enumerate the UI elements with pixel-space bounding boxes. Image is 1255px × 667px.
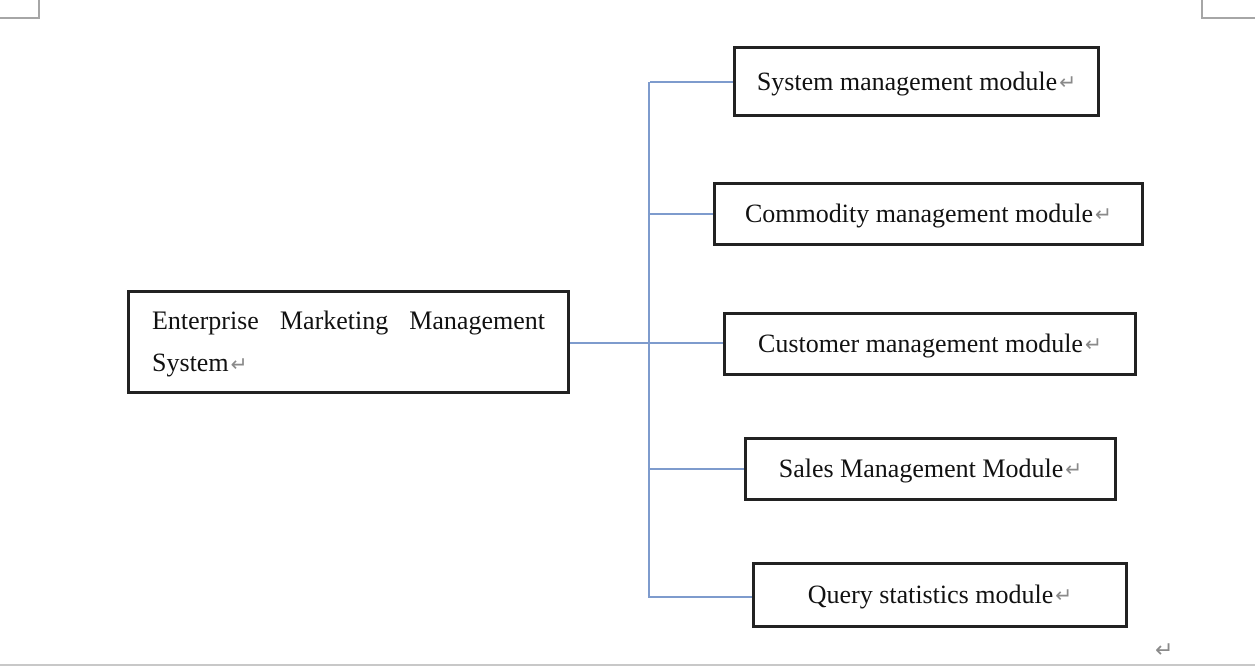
paragraph-return-mark-icon: ↵ <box>1055 583 1073 607</box>
paragraph-return-mark-icon: ↵ <box>1059 69 1077 94</box>
node-label-text: Sales Management Module <box>778 454 1064 483</box>
node-system-management-module[interactable]: System management module↵ <box>733 46 1100 117</box>
paragraph-return-mark-icon: ↵ <box>1084 332 1102 356</box>
paragraph-return-mark-icon: ↵ <box>1065 457 1083 481</box>
node-query-statistics-module[interactable]: Query statistics module↵ <box>752 562 1128 628</box>
node-label-text: Commodity management module <box>744 199 1094 228</box>
page-corner-mark-top-right-horizontal <box>1201 17 1255 19</box>
node-sales-management-module[interactable]: Sales Management Module↵ <box>744 437 1117 501</box>
node-enterprise-marketing-management-system[interactable]: Enterprise Marketing Management System↵ <box>127 290 570 394</box>
connector-branch-query-statistics <box>650 596 752 598</box>
page-corner-mark-top-right-vertical <box>1201 0 1203 19</box>
page-bottom-edge-line <box>0 664 1255 666</box>
connector-root-to-trunk <box>570 342 723 344</box>
page-corner-mark-top-left-horizontal <box>0 17 40 19</box>
node-label-text: Customer management module <box>758 329 1083 358</box>
node-customer-management-module[interactable]: Customer management module↵ <box>723 312 1137 376</box>
node-label: Enterprise Marketing Management System↵ <box>152 300 545 385</box>
node-label-text: Enterprise Marketing Management System <box>152 306 545 377</box>
paragraph-return-mark-icon: ↵ <box>230 352 248 376</box>
node-commodity-management-module[interactable]: Commodity management module↵ <box>713 182 1144 246</box>
connector-branch-commodity-management <box>650 213 713 215</box>
connector-vertical-trunk <box>648 82 650 598</box>
node-label-text: System management module <box>756 66 1058 96</box>
node-label-text: Query statistics module <box>807 580 1054 609</box>
paragraph-return-mark-icon: ↵ <box>1095 202 1113 226</box>
connector-branch-sales-management <box>650 468 744 470</box>
connector-branch-system-management <box>650 81 733 83</box>
paragraph-return-mark-icon: ↵ <box>1155 638 1174 663</box>
page-corner-mark-top-left-vertical <box>38 0 40 19</box>
